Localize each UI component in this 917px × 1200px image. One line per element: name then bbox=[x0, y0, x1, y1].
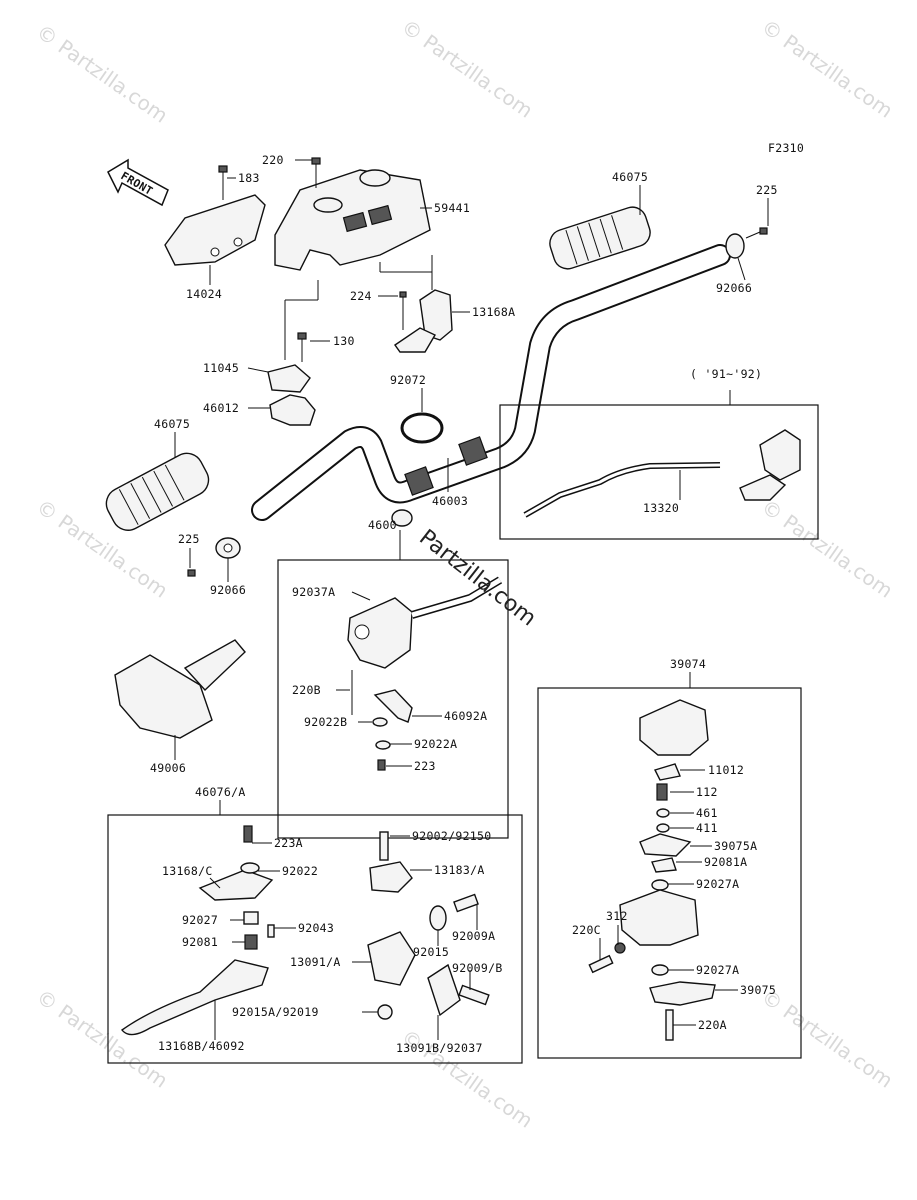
label-13091A: 13091/A bbox=[290, 955, 341, 969]
label-223: 223 bbox=[414, 759, 436, 773]
label-92072: 92072 bbox=[390, 373, 426, 387]
label-220A: 220A bbox=[698, 1018, 727, 1032]
label-92027: 92027 bbox=[182, 913, 218, 927]
label-411: 411 bbox=[696, 821, 718, 835]
label-59441: 59441 bbox=[434, 201, 470, 215]
end-cap-92066-right bbox=[725, 227, 768, 259]
label-14024: 14024 bbox=[186, 287, 222, 301]
label-46092A: 46092A bbox=[444, 709, 487, 723]
label-92043: 92043 bbox=[298, 921, 334, 935]
watermark-text: © Partzilla.com bbox=[757, 14, 897, 122]
housing-cover-59441 bbox=[274, 169, 431, 271]
watermark-text: © Partzilla.com bbox=[32, 19, 172, 127]
front-arrow-icon: FRONT bbox=[107, 158, 169, 207]
watermark-text: © Partzilla.com bbox=[397, 14, 537, 122]
label-4600x: 4600 bbox=[368, 518, 397, 532]
handlebar-46003 bbox=[251, 244, 731, 521]
label-312: 312 bbox=[606, 909, 628, 923]
label-92022: 92022 bbox=[282, 864, 318, 878]
part-labels: 183 220 59441 14024 224 13168A 130 11045… bbox=[150, 153, 778, 1055]
label-92022B: 92022B bbox=[304, 715, 347, 729]
clamp-11045 bbox=[267, 332, 311, 393]
switch-13168A bbox=[394, 289, 453, 353]
clip-92072 bbox=[400, 412, 444, 444]
label-49006: 49006 bbox=[150, 761, 186, 775]
watermark-text: © Partzilla.com bbox=[32, 984, 172, 1092]
label-92027A-1: 92027A bbox=[696, 877, 739, 891]
label-92066-top: 92066 bbox=[716, 281, 752, 295]
grip-46075-right bbox=[549, 206, 651, 270]
label-13168B-46092: 13168B/46092 bbox=[158, 1039, 245, 1053]
screw-183 bbox=[218, 165, 228, 200]
throttle-box-39074 bbox=[537, 672, 802, 1059]
label-92081: 92081 bbox=[182, 935, 218, 949]
label-11012: 11012 bbox=[708, 763, 744, 777]
label-92081A: 92081A bbox=[704, 855, 747, 869]
grip-cover-49006 bbox=[114, 639, 246, 739]
label-225-top: 225 bbox=[756, 183, 778, 197]
lever-box-46076A bbox=[107, 800, 523, 1064]
label-92015: 92015 bbox=[413, 945, 449, 959]
label-39075: 39075 bbox=[740, 983, 776, 997]
label-92009A: 92009A bbox=[452, 929, 495, 943]
label-92066-left: 92066 bbox=[210, 583, 246, 597]
bracket-14024 bbox=[164, 194, 266, 266]
watermark-text: © Partzilla.com bbox=[757, 494, 897, 602]
label-13168A: 13168A bbox=[472, 305, 515, 319]
label-225-left: 225 bbox=[178, 532, 200, 546]
label-92009B: 92009/B bbox=[452, 961, 503, 975]
label-46075-top: 46075 bbox=[612, 170, 648, 184]
label-224: 224 bbox=[350, 289, 372, 303]
label-13091B-92037: 13091B/92037 bbox=[396, 1041, 483, 1055]
grip-46075-left bbox=[105, 452, 210, 531]
switch-box-46091 bbox=[277, 509, 509, 839]
label-183: 183 bbox=[238, 171, 260, 185]
label-112: 112 bbox=[696, 785, 718, 799]
figure-code: F2310 bbox=[768, 141, 804, 155]
label-92027A-2: 92027A bbox=[696, 963, 739, 977]
label-92022A: 92022A bbox=[414, 737, 457, 751]
center-watermark: Partzilla.com bbox=[414, 525, 540, 631]
label-13183A: 13183/A bbox=[434, 863, 485, 877]
label-223A: 223A bbox=[274, 836, 303, 850]
label-46076A: 46076/A bbox=[195, 785, 246, 799]
leader-lines bbox=[174, 159, 769, 1040]
label-11045: 11045 bbox=[203, 361, 239, 375]
screw-220 bbox=[311, 157, 321, 188]
label-220: 220 bbox=[262, 153, 284, 167]
label-130: 130 bbox=[333, 334, 355, 348]
clamp-46012 bbox=[269, 394, 316, 426]
label-220C: 220C bbox=[572, 923, 601, 937]
label-461: 461 bbox=[696, 806, 718, 820]
label-92002-92150: 92002/92150 bbox=[412, 829, 491, 843]
label-46003: 46003 bbox=[432, 494, 468, 508]
label-220B: 220B bbox=[292, 683, 321, 697]
label-13168C: 13168/C bbox=[162, 864, 213, 878]
label-39075A: 39075A bbox=[714, 839, 757, 853]
watermark-text: © Partzilla.com bbox=[757, 984, 897, 1092]
variant-box-91-92 bbox=[499, 390, 819, 540]
label-91-92: ( '91~'92) bbox=[690, 367, 762, 381]
label-92037A: 92037A bbox=[292, 585, 335, 599]
label-46012: 46012 bbox=[203, 401, 239, 415]
label-13320: 13320 bbox=[643, 501, 679, 515]
label-46075-left: 46075 bbox=[154, 417, 190, 431]
label-39074: 39074 bbox=[670, 657, 706, 671]
label-92015A-92019: 92015A/92019 bbox=[232, 1005, 319, 1019]
